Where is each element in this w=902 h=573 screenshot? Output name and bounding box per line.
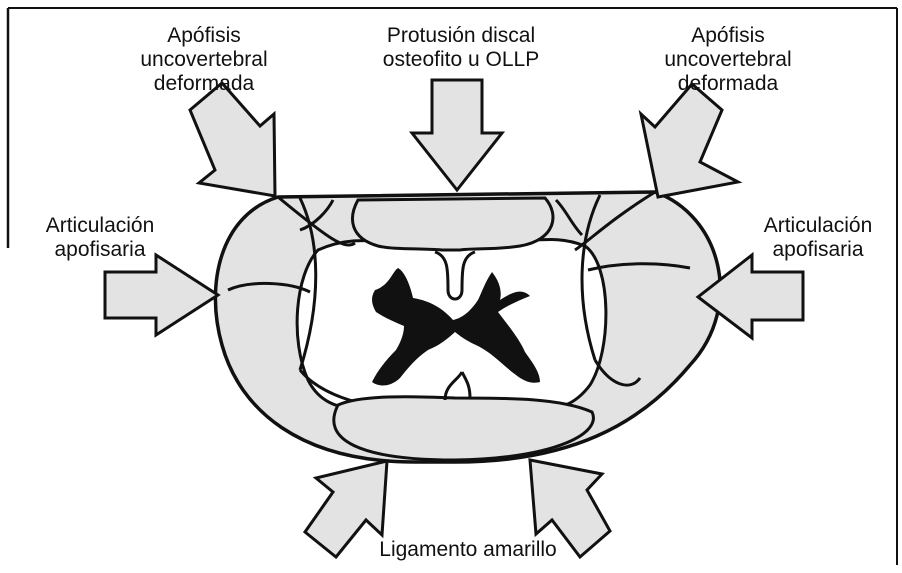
arrow-top-center — [412, 80, 502, 190]
label-left-line1: Articulación — [46, 214, 155, 237]
label-top-center: Protusión discal osteofito u OLLP — [383, 24, 539, 71]
label-right-line1: Articulación — [764, 214, 873, 237]
label-right: Articulación apofisaria — [764, 214, 873, 261]
label-top-center-line2: osteofito u OLLP — [383, 48, 539, 71]
disc-segment — [353, 198, 553, 250]
label-top-left-line3: deformada — [154, 72, 255, 95]
label-top-left: Apófisis uncovertebral deformada — [140, 24, 267, 95]
label-top-right-line3: deformada — [678, 72, 779, 95]
vertebral-canal — [215, 192, 720, 462]
label-top-center-line1: Protusión discal — [387, 24, 535, 47]
label-left: Articulación apofisaria — [46, 214, 155, 261]
label-left-line2: apofisaria — [54, 238, 145, 261]
arrow-top-right — [641, 84, 738, 197]
label-top-right-line1: Apófisis — [691, 24, 765, 47]
arrow-top-left — [190, 83, 275, 196]
label-top-right: Apófisis uncovertebral deformada — [664, 24, 791, 95]
arrow-bottom-left — [305, 461, 387, 557]
label-top-right-line2: uncovertebral — [664, 48, 791, 71]
label-top-left-line2: uncovertebral — [140, 48, 267, 71]
label-top-left-line1: Apófisis — [167, 24, 241, 47]
label-bottom: Ligamento amarillo — [379, 538, 556, 561]
arrow-left — [105, 255, 218, 335]
label-right-line2: apofisaria — [772, 238, 863, 261]
